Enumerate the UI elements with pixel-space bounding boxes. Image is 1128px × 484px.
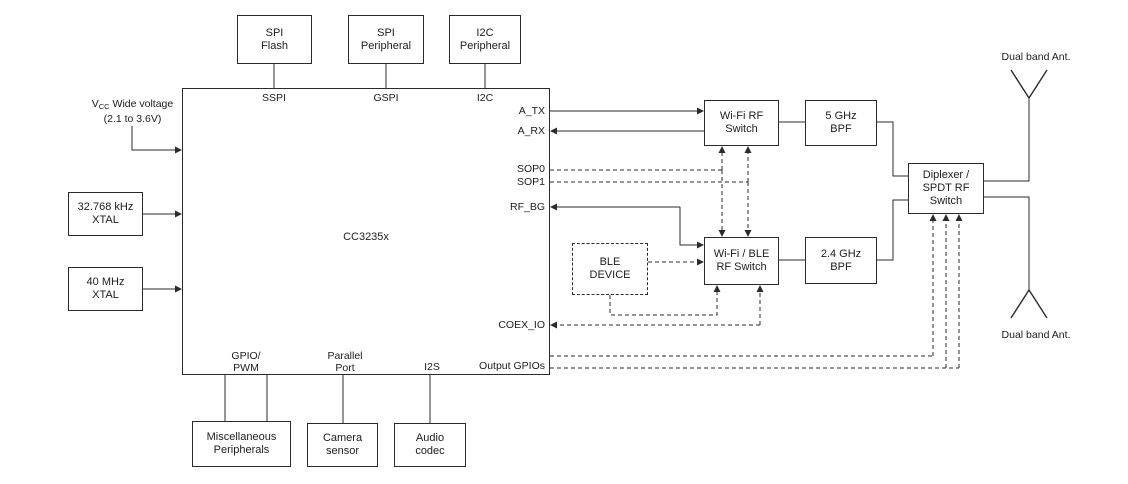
wifi-ble-rf-switch-box: Wi-Fi / BLE RF Switch	[704, 237, 779, 285]
cc3235x-chip-box	[182, 88, 550, 375]
pin-a-rx-label: A_RX	[517, 125, 545, 137]
chip-name-label: CC3235x	[343, 231, 389, 243]
antenna-bottom-icon	[1010, 289, 1048, 319]
vcc-wire	[131, 126, 182, 154]
dashed-control-wires	[550, 146, 963, 369]
vcc-label: VCC Wide voltage (2.1 to 3.6V)	[70, 98, 195, 125]
bpf-24ghz-box: 2.4 GHz BPF	[805, 237, 877, 284]
ble-device-box: BLE DEVICE	[572, 243, 648, 295]
pin-a-tx-label: A_TX	[518, 105, 545, 117]
antenna-top-label: Dual band Ant.	[1001, 51, 1071, 63]
misc-peripherals-box: Miscellaneous Peripherals	[192, 421, 291, 467]
pin-gpio-pwm-label: GPIO/ PWM	[231, 350, 261, 374]
pin-gspi-label: GSPI	[373, 92, 399, 104]
spi-peripheral-box: SPI Peripheral	[348, 15, 424, 64]
pin-i2s-label: I2S	[424, 361, 440, 373]
i2c-peripheral-box: I2C Peripheral	[449, 15, 521, 64]
pin-coex-io-label: COEX_IO	[498, 319, 545, 331]
pin-i2c-label: I2C	[476, 92, 494, 104]
spi-flash-box: SPI Flash	[237, 15, 312, 64]
pin-output-gpios-label: Output GPIOs	[479, 360, 545, 372]
pin-sop1-label: SOP1	[516, 176, 545, 188]
solid-wires	[131, 64, 1030, 423]
pin-sop0-label: SOP0	[516, 163, 545, 175]
diplexer-to-top-antenna-wire	[984, 98, 1030, 182]
diplexer-to-bottom-antenna-wire	[984, 196, 1030, 290]
rf-bg-to-switch-wire	[679, 207, 704, 249]
audio-codec-box: Audio codec	[394, 423, 466, 467]
pin-parallel-port-label: Parallel Port	[327, 350, 363, 374]
diplexer-spdt-box: Diplexer / SPDT RF Switch	[908, 163, 984, 214]
antenna-bottom-label: Dual band Ant.	[1001, 329, 1071, 341]
xtal-32khz-box: 32.768 kHz XTAL	[68, 192, 143, 236]
ble-control-wire	[609, 285, 721, 316]
bpf-5ghz-box: 5 GHz BPF	[805, 100, 877, 146]
antenna-top-icon	[1010, 69, 1048, 99]
wifi-rf-switch-box: Wi-Fi RF Switch	[704, 100, 779, 146]
bpf5-to-diplexer-wire	[877, 121, 908, 177]
vcc-line1: VCC Wide voltage	[91, 98, 174, 111]
bpf24-to-diplexer-wire	[877, 199, 908, 261]
xtal-40mhz-box: 40 MHz XTAL	[68, 267, 143, 311]
pin-sspi-label: SSPI	[262, 92, 286, 104]
antenna-symbols	[1010, 69, 1048, 319]
pin-rf-bg-label: RF_BG	[509, 201, 545, 213]
vcc-range: (2.1 to 3.6V)	[103, 113, 162, 125]
camera-sensor-box: Camera sensor	[307, 423, 378, 467]
